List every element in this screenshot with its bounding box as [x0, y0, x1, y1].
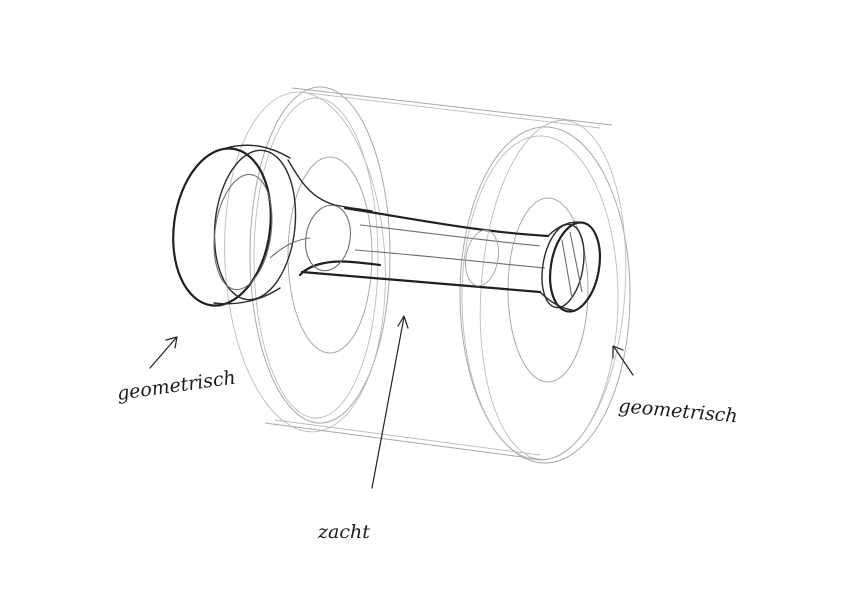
annotation-left: geometrisch	[116, 367, 237, 405]
right-end-cap	[539, 221, 601, 313]
bottom-arrow	[371, 315, 409, 489]
annotation-bottom: zacht	[317, 521, 370, 543]
central-shaft	[300, 206, 550, 294]
annotation-right: geometrisch	[618, 395, 739, 427]
right-arrow	[612, 345, 634, 376]
left-construction-disc	[224, 86, 391, 433]
left-neck	[269, 159, 382, 277]
left-arrow	[149, 336, 178, 369]
envelope-lines	[264, 87, 613, 461]
right-construction-disc	[459, 119, 631, 464]
left-end-cap	[172, 144, 297, 307]
